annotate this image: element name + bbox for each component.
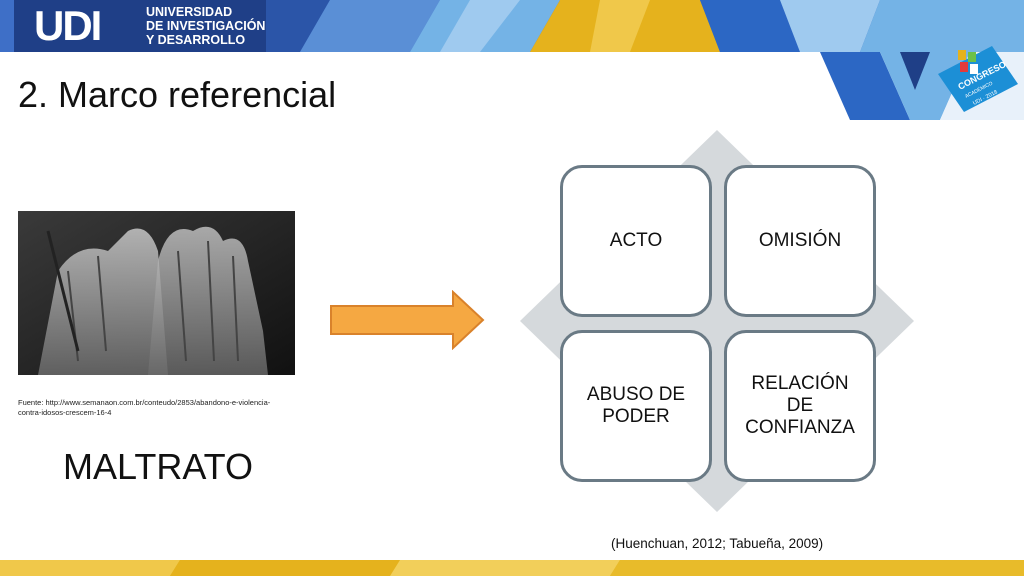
matrix-cell-relacion-label: RELACIÓN DE CONFIANZA [745, 373, 855, 438]
photo-graphic [18, 211, 295, 375]
matrix-cell-abuso: ABUSO DE PODER [560, 330, 712, 482]
banner-graphic [0, 0, 1024, 52]
elderly-hands-photo [18, 211, 295, 375]
matrix-cell-omision: OMISIÓN [724, 165, 876, 317]
citation: (Huenchuan, 2012; Tabueña, 2009) [611, 536, 824, 551]
udi-logo: UDI UNIVERSIDAD DE INVESTIGACIÓN Y DESAR… [14, 0, 266, 52]
university-name-line2: DE INVESTIGACIÓN [146, 19, 266, 33]
matrix-cell-acto: ACTO [560, 165, 712, 317]
concept-label: MALTRATO [63, 446, 254, 487]
matrix-cell-abuso-label: ABUSO DE PODER [586, 384, 686, 427]
university-name-line3: Y DESARROLLO [146, 33, 246, 47]
footer-stripe [0, 560, 1024, 576]
congress-badge: CONGRESO ACADÉMICO UDI · 2018 [930, 44, 1020, 114]
slide-title: 2. Marco referencial [18, 74, 337, 115]
header-banner: UDI UNIVERSIDAD DE INVESTIGACIÓN Y DESAR… [0, 0, 1024, 52]
matrix-cell-omision-label: OMISIÓN [758, 230, 842, 251]
matrix-cell-acto-label: ACTO [609, 230, 663, 251]
congress-logo-icon: CONGRESO ACADÉMICO UDI · 2018 [938, 46, 1018, 112]
photo-source-note: Fuente: http://www.semanaon.com.br/conte… [18, 398, 271, 417]
university-name: UNIVERSIDAD DE INVESTIGACIÓN Y DESARROLL… [146, 5, 265, 47]
udi-logo-mark: UDI [34, 2, 102, 49]
concept-matrix: ACTO OMISIÓN ABUSO DE PODER RELACIÓN DE … [520, 130, 914, 512]
footer-stripe-graphic [0, 560, 1024, 576]
matrix-cell-relacion: RELACIÓN DE CONFIANZA [724, 330, 876, 482]
university-name-line1: UNIVERSIDAD [146, 5, 233, 19]
right-arrow-icon [330, 290, 485, 350]
